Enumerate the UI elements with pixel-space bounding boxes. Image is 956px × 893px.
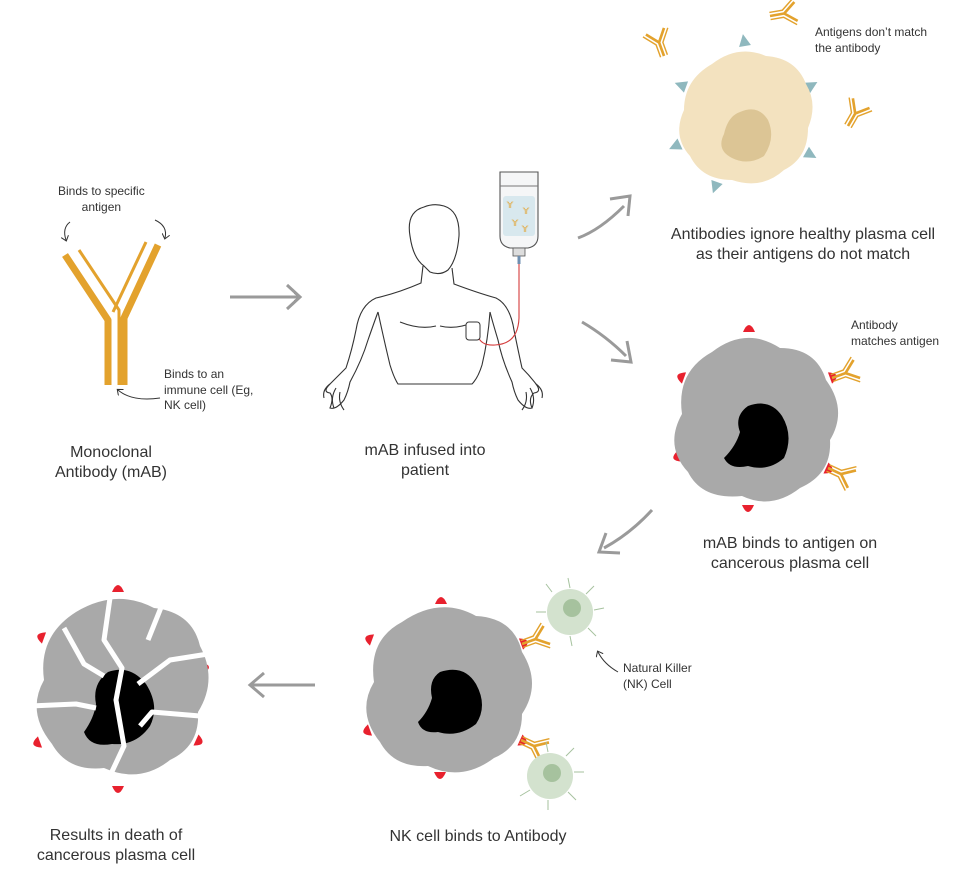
- cancer-label: mAB binds to antigen on cancerous plasma…: [702, 535, 878, 572]
- free-antibody-1-icon: [641, 25, 678, 62]
- nk-cell-1-icon: [536, 577, 605, 647]
- bound-antibody-1-icon: [826, 355, 863, 392]
- flow-arrow-to-healthy-head: [609, 194, 632, 217]
- nk-label: NK cell binds to Antibody: [389, 828, 567, 845]
- death-label: Results in death of cancerous plasma cel…: [36, 827, 196, 864]
- flow-arrow-to-cancer: [581, 320, 628, 358]
- antibody-label: Monoclonal Antibody (mAB): [54, 444, 168, 481]
- cancer-cell-nk-icon: [361, 597, 532, 779]
- nk-note: Natural Killer (NK) Cell: [623, 661, 692, 691]
- pointer-arrow-nk: [598, 652, 619, 673]
- bound-antibody-2-icon: [821, 454, 859, 493]
- iv-line: [477, 264, 520, 346]
- patient-figure-icon: [323, 204, 543, 411]
- pointer-arrow-top-right: [154, 219, 166, 238]
- healthy-note: Antigens don’t match the antibody: [815, 25, 928, 55]
- healthy-plasma-cell-icon: [666, 33, 821, 196]
- iv-bag-icon: [499, 171, 539, 264]
- flow-arrow-3: [603, 508, 654, 550]
- infusion-label: mAB infused into patient: [364, 442, 486, 479]
- iv-patch-icon: [465, 321, 481, 341]
- healthy-label: Antibodies ignore healthy plasma cell as…: [670, 226, 936, 263]
- cancer-note: Antibody matches antigen: [851, 318, 940, 348]
- pointer-arrow-bottom: [118, 390, 161, 400]
- dying-cancer-cell-icon: [29, 585, 210, 793]
- free-antibody-3-icon: [835, 95, 874, 134]
- antibody-large-icon: [62, 241, 162, 385]
- cancer-cell-bound-icon: [671, 325, 839, 512]
- pointer-arrow-top-left: [65, 221, 71, 240]
- flow-arrow-to-healthy: [577, 204, 626, 240]
- antibody-top-note: Binds to specific antigen: [58, 184, 145, 214]
- antibody-bottom-note: Binds to an immune cell (Eg, NK cell): [164, 367, 254, 413]
- flow-arrow-3-head: [596, 532, 621, 555]
- nk-cell-2-icon: [519, 741, 584, 810]
- nk-bound-antibody-1-icon: [516, 621, 553, 658]
- flow-arrow-1-head: [285, 283, 303, 311]
- flow-arrow-to-cancer-head: [610, 340, 633, 364]
- flow-arrow-4-head: [247, 671, 265, 699]
- free-antibody-2-icon: [766, 0, 800, 31]
